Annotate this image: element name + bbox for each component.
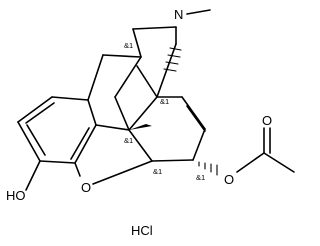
aromatic-ring — [17, 96, 97, 164]
bond — [151, 159, 194, 162]
bond — [74, 124, 97, 164]
bond — [128, 96, 158, 131]
bond — [26, 124, 46, 156]
bond — [181, 96, 206, 130]
bond — [87, 99, 97, 126]
stereo-label-c5: &1 — [153, 167, 162, 176]
bond — [128, 129, 153, 162]
bond — [92, 160, 153, 185]
bond — [156, 43, 177, 98]
bond — [102, 54, 142, 58]
bond — [25, 102, 55, 124]
salt-label: HCl — [131, 223, 153, 238]
nitrogen-label: N — [174, 7, 183, 22]
stereo-label-c6: &1 — [196, 173, 205, 182]
chemical-structure: HO O N O O &1 &1 &1 & — [6, 7, 295, 238]
bond — [70, 127, 90, 160]
bond — [39, 160, 76, 164]
bold-wedge — [129, 124, 152, 130]
bond — [95, 124, 130, 131]
bond — [192, 128, 206, 161]
bond — [25, 160, 41, 191]
bond — [236, 152, 265, 173]
ester-oxygen-label: O — [224, 172, 234, 187]
ring-oxygen-label: O — [81, 180, 91, 195]
bond — [87, 54, 104, 101]
stereo-label-c13: &1 — [124, 136, 133, 145]
hashed-wedge — [163, 47, 182, 72]
acetyl-methyl-bond — [263, 152, 295, 173]
hashed-wedge — [198, 161, 218, 176]
bond — [114, 56, 142, 98]
n-methyl-bond — [186, 9, 211, 15]
hydroxyl-label: HO — [6, 188, 26, 203]
stereo-label-c9: &1 — [124, 41, 133, 50]
bond — [17, 121, 41, 162]
stereo-label-c14: &1 — [160, 97, 169, 106]
bond — [136, 65, 158, 98]
bond — [132, 28, 142, 58]
bond — [114, 96, 130, 131]
bond — [186, 105, 206, 132]
bond — [74, 162, 81, 177]
carbonyl-oxygen-label: O — [262, 113, 272, 128]
bond — [132, 26, 177, 30]
bond — [17, 96, 53, 123]
bond — [51, 96, 89, 101]
